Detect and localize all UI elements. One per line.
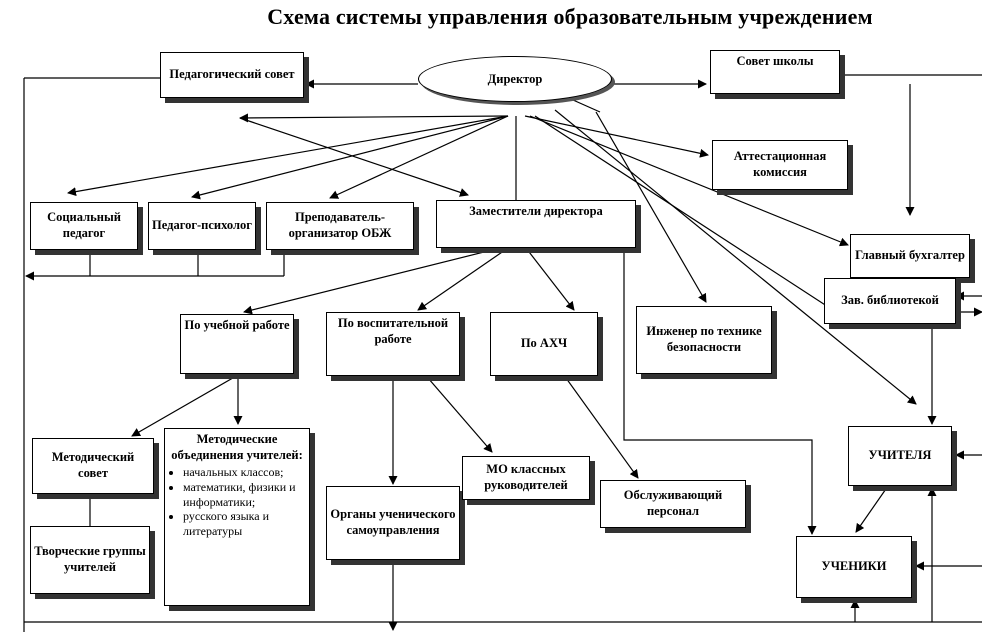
- node-label: УЧИТЕЛЯ: [868, 448, 932, 463]
- director-line: [572, 99, 601, 113]
- arrow-to-study: [243, 247, 501, 315]
- list-item: русского языка и литературы: [183, 509, 305, 538]
- node-student-self-government[interactable]: Органы ученического самоуправления: [326, 486, 460, 560]
- arrow-to-accountant: [529, 115, 849, 247]
- arrow-deputies-students: [623, 248, 817, 535]
- node-label: По АХЧ: [520, 336, 568, 351]
- arrow-to-library: [534, 115, 837, 313]
- node-creative-groups[interactable]: Творческие группы учителей: [30, 526, 150, 594]
- node-label: Органы ученического самоуправления: [330, 507, 456, 537]
- node-director[interactable]: Директор: [418, 56, 612, 102]
- node-label: Творческие группы учителей: [34, 544, 146, 574]
- node-ped-council[interactable]: Педагогический совет: [160, 52, 304, 98]
- node-label: Инженер по технике безопасности: [646, 324, 762, 354]
- arrow-to-attestation: [524, 115, 709, 158]
- arrow-ahch-service: [565, 377, 639, 479]
- node-label: Социальный педагог: [47, 210, 121, 240]
- node-method-council[interactable]: Методический совет: [32, 438, 154, 494]
- node-label: Главный бухгалтер: [855, 248, 965, 263]
- node-label: УЧЕНИКИ: [821, 559, 887, 574]
- node-attestation[interactable]: Аттестационная комиссия: [712, 140, 848, 190]
- diagram-title: Схема системы управления образовательным…: [267, 4, 873, 29]
- node-label: Преподаватель-организатор ОБЖ: [288, 210, 392, 240]
- node-service-staff[interactable]: Обслуживающий персонал: [600, 480, 746, 528]
- node-method-associations[interactable]: Методические объединения учителей: начал…: [164, 428, 310, 606]
- node-class-teachers-mo[interactable]: МО классных руководителей: [462, 456, 590, 500]
- arrow-teachers-students: [855, 485, 889, 533]
- node-label: Совет школы: [736, 54, 814, 68]
- arrow-to-obzh: [329, 115, 509, 199]
- node-upbringing-work[interactable]: По воспитательной работе: [326, 312, 460, 376]
- node-deputies[interactable]: Заместители директора: [436, 200, 636, 248]
- node-label: Методический совет: [51, 450, 135, 480]
- node-label: Заместители директора: [469, 204, 603, 218]
- node-label: По воспитательной работе: [337, 316, 449, 346]
- node-chief-accountant[interactable]: Главный бухгалтер: [850, 234, 970, 278]
- arrow-to-ahch: [525, 247, 575, 311]
- node-teachers[interactable]: УЧИТЕЛЯ: [848, 426, 952, 486]
- node-label: Зав. библиотекой: [841, 293, 939, 308]
- arrow-to-psych: [191, 115, 509, 200]
- node-school-council[interactable]: Совет школы: [710, 50, 840, 94]
- arrow-to-teachers: [554, 109, 917, 405]
- node-label: Методические объединения учителей:: [171, 432, 303, 462]
- arrow-to-deputies: [239, 117, 469, 197]
- list-item: начальных классов;: [183, 465, 305, 480]
- arrow-to-upbringing: [417, 247, 509, 311]
- node-label: Директор: [487, 71, 543, 86]
- arrow-study-council: [131, 374, 239, 437]
- node-obzh-teacher[interactable]: Преподаватель-организатор ОБЖ: [266, 202, 414, 250]
- node-librarian[interactable]: Зав. библиотекой: [824, 278, 956, 324]
- node-psychologist[interactable]: Педагог-психолог: [148, 202, 256, 250]
- node-ahch[interactable]: По АХЧ: [490, 312, 598, 376]
- arrow-to-pedcouncil-area: [239, 113, 509, 123]
- arrow-upbringing-mo: [427, 377, 493, 453]
- node-label: МО классных руководителей: [484, 462, 568, 492]
- node-label: Педагог-психолог: [152, 218, 252, 233]
- node-label: Педагогический совет: [169, 67, 295, 82]
- node-students[interactable]: УЧЕНИКИ: [796, 536, 912, 598]
- node-label: Обслуживающий персонал: [623, 488, 723, 518]
- node-social-pedagogue[interactable]: Социальный педагог: [30, 202, 138, 250]
- node-label: Аттестационная комиссия: [733, 149, 827, 179]
- node-safety-engineer[interactable]: Инженер по технике безопасности: [636, 306, 772, 374]
- arrow-to-social: [67, 115, 509, 197]
- arrow-to-safety: [595, 111, 707, 303]
- subject-list: начальных классов; математики, физики и …: [169, 465, 305, 538]
- node-label: По учебной работе: [184, 318, 290, 332]
- node-study-work[interactable]: По учебной работе: [180, 314, 294, 374]
- list-item: математики, физики и информатики;: [183, 480, 305, 509]
